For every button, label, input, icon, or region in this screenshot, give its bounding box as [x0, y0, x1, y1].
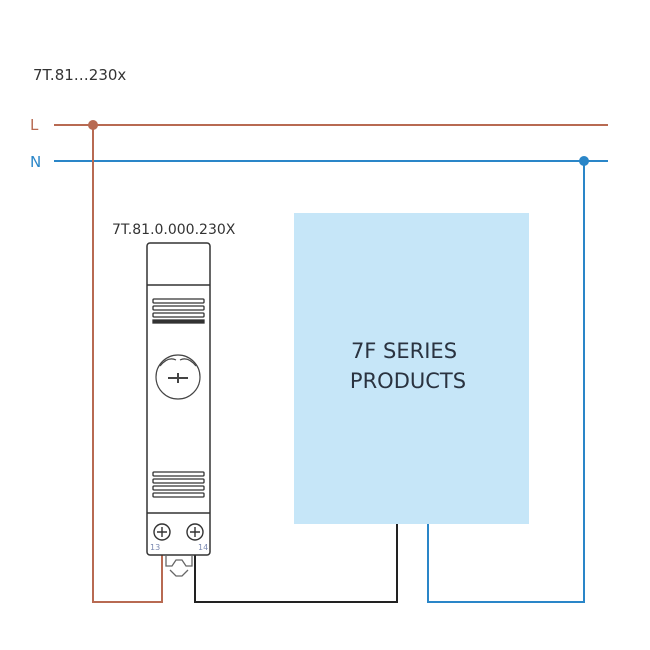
- line-n-label: N: [30, 153, 41, 171]
- adjustment-knob-icon: [155, 354, 201, 400]
- product-box-line1: 7F SERIES: [351, 339, 457, 363]
- wire-product-to-n: [427, 161, 585, 603]
- line-l-label: L: [30, 116, 39, 134]
- din-rail-clip-icon: [165, 555, 193, 577]
- upper-vent-slots: [152, 298, 205, 324]
- thermostat-device: 13 14: [146, 242, 211, 577]
- terminal-13-label: 13: [150, 543, 160, 552]
- terminal-screw-14-icon: [186, 523, 204, 541]
- device-model-label: 7T.81.0.000.230X: [112, 222, 236, 238]
- diagram-title: 7T.81…230x: [33, 66, 126, 84]
- lower-vent-slots: [152, 471, 205, 498]
- product-box: [294, 213, 529, 524]
- wire-terminal-14-to-product: [194, 524, 398, 603]
- product-box-line2: PRODUCTS: [350, 369, 466, 393]
- terminal-screw-13-icon: [153, 523, 171, 541]
- wire-l-to-terminal-13: [92, 125, 163, 603]
- terminal-14-label: 14: [198, 543, 208, 552]
